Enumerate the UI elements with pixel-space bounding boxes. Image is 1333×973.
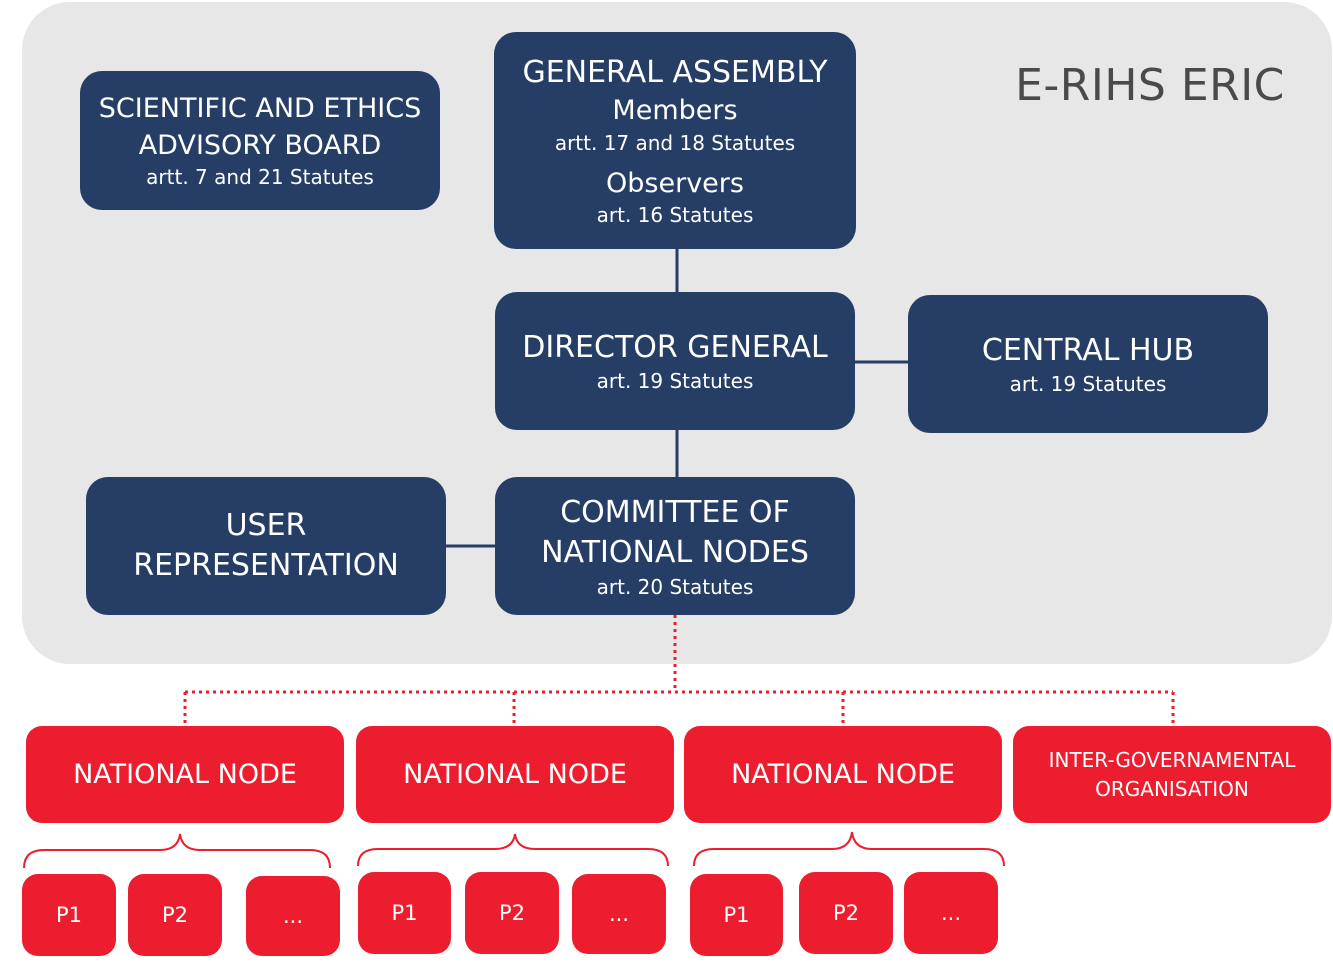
partner-label: ...: [282, 904, 304, 928]
partner-brace-1: [23, 833, 331, 869]
director-general-ref: art. 19 Statutes: [596, 369, 754, 394]
partner-box: P1: [358, 872, 451, 954]
partner-label: P2: [161, 903, 189, 927]
general-assembly-members-ref: artt. 17 and 18 Statutes: [554, 130, 796, 155]
committee-line2: NATIONAL NODES: [541, 535, 809, 570]
partner-box: P2: [465, 872, 559, 954]
general-assembly-observers-ref: art. 16 Statutes: [596, 203, 754, 228]
national-node-label: NATIONAL NODE: [731, 759, 955, 790]
national-node-box: NATIONAL NODE: [26, 726, 344, 823]
national-node-label: NATIONAL NODE: [403, 759, 627, 790]
national-node-label: NATIONAL NODE: [73, 759, 297, 790]
node-dotted-connectors: [183, 615, 1175, 726]
partner-box: ...: [904, 872, 998, 954]
partner-label: ...: [608, 902, 630, 926]
user-representation-line2: REPRESENTATION: [133, 548, 399, 583]
partner-label: P1: [391, 901, 418, 925]
user-representation-line1: USER: [225, 507, 307, 543]
central-hub-box: CENTRAL HUB art. 19 Statutes: [908, 295, 1268, 433]
partner-label: P2: [498, 901, 526, 925]
committee-line1: COMMITTEE OF: [560, 494, 790, 530]
general-assembly-members: Members: [612, 95, 738, 127]
advisory-board-line2: ADVISORY BOARD: [138, 129, 382, 161]
partner-box: P1: [22, 874, 116, 956]
igo-line1: INTER-GOVERNAMENTAL: [1048, 747, 1296, 772]
partner-box: P2: [799, 872, 893, 954]
general-assembly-observers: Observers: [606, 167, 744, 199]
general-assembly-title: GENERAL ASSEMBLY: [522, 54, 828, 90]
partner-box: ...: [572, 874, 666, 954]
organisation-title: E-RIHS ERIC: [1015, 60, 1285, 111]
partner-brace-2: [357, 833, 669, 867]
general-assembly-box: GENERAL ASSEMBLY Members artt. 17 and 18…: [494, 32, 856, 249]
national-node-box: NATIONAL NODE: [684, 726, 1002, 823]
partner-label: P1: [55, 903, 83, 927]
partner-box: P2: [128, 874, 222, 956]
central-hub-title: CENTRAL HUB: [981, 332, 1195, 368]
user-representation-box: USER REPRESENTATION: [86, 477, 446, 615]
partner-label: ...: [940, 901, 962, 925]
central-hub-ref: art. 19 Statutes: [1009, 372, 1167, 397]
advisory-board-ref: artt. 7 and 21 Statutes: [146, 164, 374, 189]
igo-line2: ORGANISATION: [1095, 776, 1249, 801]
national-node-box: NATIONAL NODE: [356, 726, 674, 823]
director-general-box: DIRECTOR GENERAL art. 19 Statutes: [495, 292, 855, 430]
partner-label: P2: [832, 901, 860, 925]
advisory-board-box: SCIENTIFIC AND ETHICS ADVISORY BOARD art…: [80, 71, 440, 210]
advisory-board-line1: SCIENTIFIC AND ETHICS: [98, 93, 422, 125]
committee-box: COMMITTEE OF NATIONAL NODES art. 20 Stat…: [495, 477, 855, 615]
partner-box: ...: [246, 876, 340, 956]
committee-ref: art. 20 Statutes: [596, 574, 754, 599]
partner-label: P1: [723, 903, 750, 927]
director-general-title: DIRECTOR GENERAL: [522, 329, 828, 365]
partner-box: P1: [690, 874, 783, 956]
partner-brace-3: [693, 831, 1005, 867]
igo-box: INTER-GOVERNAMENTAL ORGANISATION: [1013, 726, 1331, 823]
